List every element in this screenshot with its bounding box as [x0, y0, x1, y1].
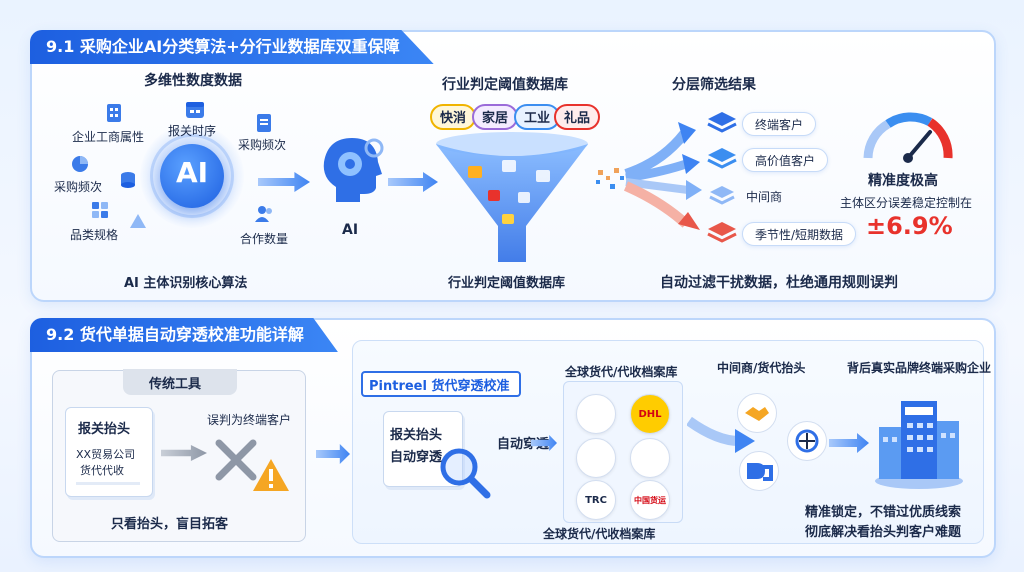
ai-label: AI	[342, 222, 359, 238]
threshold-db-caption: 行业判定阈值数据库	[448, 276, 566, 291]
building-icon	[875, 401, 963, 489]
flow-arrow-3	[316, 444, 350, 464]
ai-brain-icon	[323, 138, 384, 202]
calendar-icon	[186, 102, 204, 118]
flow-arrow-5	[687, 416, 755, 453]
threshold-db-heading: 行业判定阈值数据库	[442, 77, 568, 93]
penetration-doc: 报关抬头 自动穿透	[383, 411, 463, 487]
section-freight-penetration: 9.2 货代单据自动穿透校准功能详解 传统工具 报关抬头 XX贸易公司 货代代收…	[30, 318, 996, 558]
layers-icon	[707, 148, 737, 169]
result-high-value: 高价值客户	[742, 148, 829, 172]
ai-core-circle	[160, 144, 224, 208]
document-icon	[257, 114, 271, 132]
handshake-circle	[737, 393, 777, 433]
logo-trc: TRC	[576, 480, 616, 520]
results-caption: 自动过滤干扰数据，杜绝通用规则误判	[660, 275, 898, 291]
doc-line1: XX贸易公司	[76, 448, 136, 461]
database-icon	[121, 172, 135, 188]
result-seasonal: 季节性/短期数据	[742, 222, 857, 246]
archive-db-heading: 全球货代/代收档案库	[565, 365, 678, 379]
grey-arrow	[161, 445, 207, 461]
traditional-heading: 传统工具	[149, 377, 202, 392]
logo-forwarder-3	[576, 438, 616, 478]
error-cross-icon	[215, 439, 289, 491]
misjudge-label: 误判为终端客户	[207, 413, 292, 427]
end-buyer-heading: 背后真实品牌终端采购企业	[847, 361, 992, 375]
ai-algorithm-caption: AI 主体识别核心算法	[124, 276, 248, 291]
archive-db-caption: 全球货代/代收档案库	[543, 527, 656, 541]
flow-arrow-1	[258, 172, 310, 192]
magnifier-icon	[440, 448, 491, 499]
pie-chart-icon	[72, 156, 88, 172]
accuracy-title: 精准度极高	[868, 173, 938, 189]
pintreel-header-bg	[361, 371, 521, 397]
filter-funnel-icon	[436, 132, 588, 262]
tag-gift: 礼品	[554, 104, 601, 130]
results-heading: 分层筛选结果	[672, 77, 756, 93]
layers-icon	[707, 112, 737, 133]
section-title: 9.1 采购企业AI分类算法+分行业数据库双重保障	[30, 30, 434, 64]
item-business-attr: 企业工商属性	[72, 130, 145, 144]
logo-dhl: DHL	[630, 394, 670, 434]
branch-arrows	[596, 122, 702, 230]
section-ai-classification: 9.1 采购企业AI分类算法+分行业数据库双重保障 多维性数度数据 AI 企业工…	[30, 30, 996, 302]
conclusion-2: 彻底解决看抬头判客户难题	[805, 525, 962, 540]
section-title: 9.2 货代单据自动穿透校准功能详解	[30, 318, 338, 352]
pintreel-heading: Pintreel 货代穿透校准	[369, 379, 510, 394]
logo-forwarder-4	[630, 438, 670, 478]
tag-industrial: 工业	[514, 104, 561, 130]
logo-forwarder-1	[576, 394, 616, 434]
result-middleman: 中间商	[746, 190, 783, 204]
layers-icon	[709, 186, 735, 205]
tag-home: 家居	[472, 104, 519, 130]
traditional-tool-box: 传统工具 报关抬头 XX贸易公司 货代代收 误判为终端客户 只看抬头，盲目拓客	[52, 369, 306, 542]
grid-icon	[92, 202, 108, 218]
doc-line2: 自动穿透	[390, 450, 443, 465]
traditional-header-bg	[123, 369, 237, 395]
layers-icon	[707, 222, 737, 243]
dg-logo-icon	[747, 463, 773, 481]
archive-db-box: DHL TRC 中国货运	[563, 381, 683, 523]
logo-china-freight: 中国货运	[630, 480, 670, 520]
flow-arrow-6	[829, 433, 869, 453]
doc-line1: 报关抬头	[390, 428, 443, 443]
item-cooperation-count: 合作数量	[240, 232, 289, 246]
forwarder-logo-icon	[795, 429, 819, 453]
item-customs-timeline: 报关时序	[168, 124, 217, 138]
doc-title: 报关抬头	[78, 422, 131, 437]
customs-doc: 报关抬头 XX贸易公司 货代代收	[65, 407, 153, 497]
traditional-caption: 只看抬头，盲目拓客	[111, 517, 229, 532]
flow-arrow-2	[388, 172, 438, 192]
handshake-icon	[745, 407, 769, 421]
users-icon	[255, 206, 272, 222]
doc-line2: 货代代收	[80, 464, 124, 477]
ai-core-label: AI	[175, 156, 209, 189]
accuracy-value: ±6.9%	[866, 212, 953, 240]
gauge-icon	[863, 112, 953, 163]
conclusion-1: 精准锁定，不错过优质线索	[805, 505, 962, 520]
building-icon	[107, 104, 121, 122]
tag-fmcg: 快消	[430, 104, 477, 130]
item-category-spec: 品类规格	[70, 228, 119, 242]
pintreel-box: Pintreel 货代穿透校准 报关抬头 自动穿透 自动穿透 全球货代/代收档案…	[352, 340, 991, 544]
ai-outer-ring	[150, 134, 234, 218]
item-purchase-freq-1: 采购频次	[238, 138, 287, 152]
accuracy-subtitle: 主体区分误差稳定控制在	[840, 196, 973, 210]
multi-dim-heading: 多维性数度数据	[144, 73, 242, 89]
result-end-customer: 终端客户	[742, 112, 817, 136]
middleman-heading: 中间商/货代抬头	[717, 361, 806, 375]
triangle-icon	[130, 214, 146, 228]
item-purchase-freq-2: 采购频次	[54, 180, 103, 194]
